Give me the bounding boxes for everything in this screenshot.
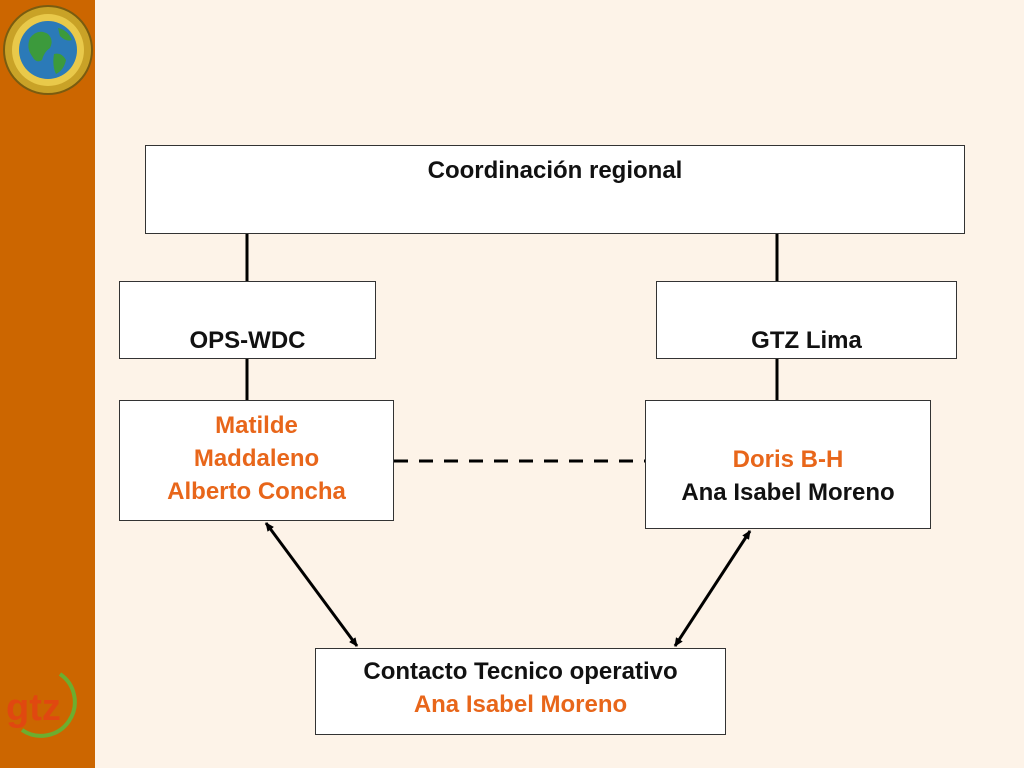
coordinacion-regional-box: Coordinación regional (145, 145, 965, 234)
gtz-lima-label: GTZ Lima (751, 327, 862, 354)
contact-name-maddaleno: Maddaleno (193, 445, 320, 472)
contact-name-alberto: Alberto Concha (167, 478, 346, 505)
arrow-doris-contacto (673, 530, 752, 647)
svg-text:gtz: gtz (6, 687, 61, 729)
ops-wdc-label: OPS-WDC (189, 327, 306, 354)
contacto-tecnico-title: Contacto Tecnico operativo (363, 658, 678, 685)
contact-name-matilde: Matilde (215, 412, 298, 439)
contacto-tecnico-name: Ana Isabel Moreno (413, 691, 628, 718)
gtz-lima-box: GTZ Lima (656, 281, 957, 359)
globe-logo (3, 5, 93, 95)
ops-contacts-box: Matilde Maddaleno Alberto Concha (119, 400, 394, 521)
contact-name-ana-isabel: Ana Isabel Moreno (681, 479, 895, 506)
gtz-contacts-box: Doris B-H Ana Isabel Moreno (645, 400, 931, 529)
gtz-logo: gtz (6, 672, 77, 738)
ops-wdc-box: OPS-WDC (119, 281, 376, 359)
contacto-tecnico-box: Contacto Tecnico operativo Ana Isabel Mo… (315, 648, 726, 735)
contact-name-doris: Doris B-H (732, 446, 844, 473)
sidebar-band: gtz (0, 0, 95, 768)
arrow-matilde-contacto (264, 522, 359, 647)
coordinacion-regional-title: Coordinación regional (427, 157, 683, 184)
